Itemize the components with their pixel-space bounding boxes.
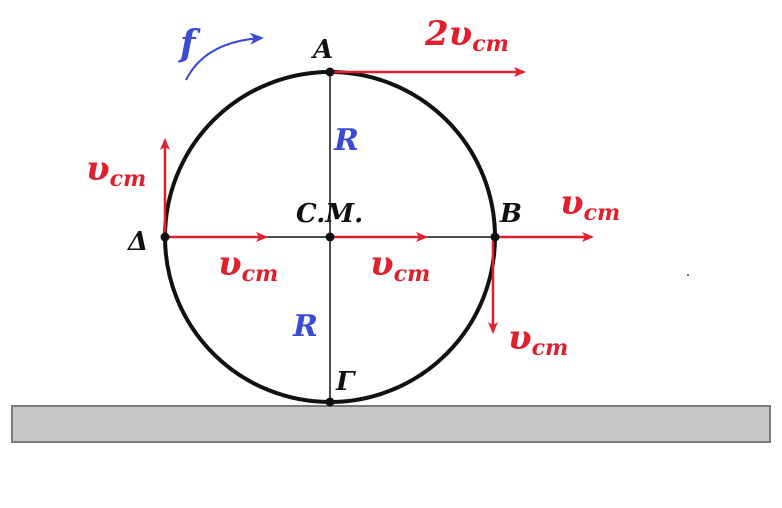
center-of-mass-label: C.M. bbox=[296, 199, 363, 229]
velocity-subscript: cm bbox=[584, 200, 621, 226]
rotation-arrow-icon bbox=[185, 32, 264, 81]
velocity-subscript: cm bbox=[472, 31, 509, 57]
point-gamma-label: Γ bbox=[335, 367, 356, 397]
velocity-symbol: υ bbox=[508, 318, 532, 358]
radius-label-top: R bbox=[333, 123, 359, 158]
velocity-symbol: υ bbox=[560, 183, 584, 223]
velocity-subscript: cm bbox=[110, 166, 147, 192]
point-a-dot bbox=[325, 67, 335, 77]
velocity-symbol: υ bbox=[370, 244, 394, 284]
velocity-symbol: υ bbox=[449, 14, 473, 54]
stray-dot bbox=[687, 274, 689, 276]
velocity-label-top: 2υcm bbox=[424, 14, 509, 57]
center-of-mass-dot bbox=[325, 232, 335, 242]
velocity-label-center: υcm bbox=[370, 244, 430, 287]
point-b-dot bbox=[490, 232, 500, 242]
point-delta-dot bbox=[160, 232, 170, 242]
radius-label-bottom: R bbox=[292, 309, 318, 344]
velocity-coefficient: 2 bbox=[424, 14, 449, 54]
velocity-label-left-vertical: υcm bbox=[86, 149, 146, 192]
velocity-symbol: υ bbox=[218, 244, 242, 284]
velocity-subscript: cm bbox=[394, 261, 431, 287]
point-delta-label: Δ bbox=[126, 227, 148, 257]
velocity-label-right-horizontal: υcm bbox=[560, 183, 620, 226]
ground-surface bbox=[11, 405, 771, 443]
point-gamma-dot bbox=[325, 397, 335, 407]
velocity-label-right-vertical: υcm bbox=[508, 318, 568, 361]
velocity-label-left-horizontal: υcm bbox=[218, 244, 278, 287]
point-a-label: A bbox=[310, 35, 333, 65]
rotation-label: f bbox=[177, 23, 201, 65]
velocity-subscript: cm bbox=[532, 335, 569, 361]
velocity-subscript: cm bbox=[242, 261, 279, 287]
velocity-symbol: υ bbox=[86, 149, 110, 189]
point-b-label: B bbox=[499, 199, 522, 229]
